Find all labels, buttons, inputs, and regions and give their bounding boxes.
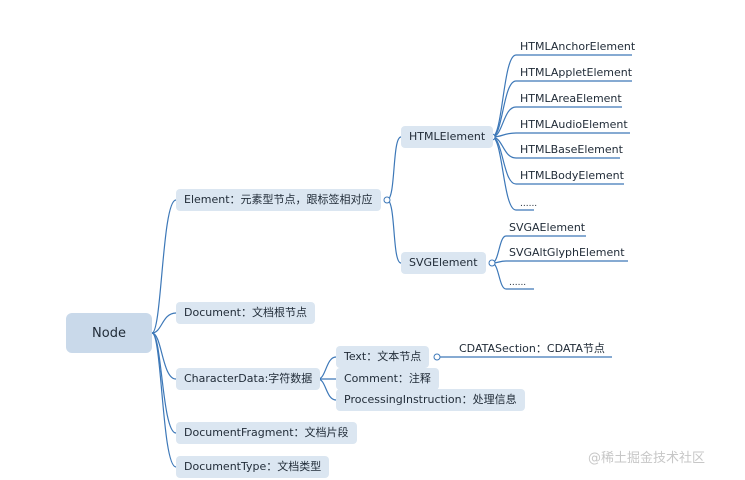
connector-html-l6 — [491, 136, 534, 211]
junction-text — [433, 353, 441, 361]
leaf-html-audio[interactable]: HTMLAudioElement — [520, 118, 628, 131]
connector-root-element — [151, 199, 177, 334]
junction-element — [383, 196, 391, 204]
leaf-cdatasection[interactable]: CDATASection：CDATA节点 — [459, 342, 605, 355]
leaf-svg-altglyph[interactable]: SVGAltGlyphElement — [509, 246, 625, 259]
leaf-html-anchor[interactable]: HTMLAnchorElement — [520, 40, 636, 53]
node-svgelement[interactable]: SVGElement — [401, 252, 486, 274]
watermark: @稀土掘金技术社区 — [588, 451, 706, 466]
node-text-label: Text：文本节点 — [344, 350, 422, 363]
node-characterdata[interactable]: CharacterData:字符数据 — [176, 368, 321, 390]
connector-root-document — [151, 312, 177, 334]
node-characterdata-label: CharacterData:字符数据 — [184, 372, 313, 385]
node-document-label: Document：文档根节点 — [184, 306, 307, 319]
connector-element-html — [386, 136, 402, 201]
node-documentfragment[interactable]: DocumentFragment：文档片段 — [176, 422, 357, 444]
node-text[interactable]: Text：文本节点 — [336, 346, 430, 368]
leaf-html-base[interactable]: HTMLBaseElement — [520, 143, 623, 156]
root-node[interactable]: Node — [66, 313, 152, 353]
leaf-html-applet[interactable]: HTMLAppletElement — [520, 66, 633, 79]
node-element-label: Element：元素型节点，跟标签相对应 — [184, 193, 373, 206]
leaf-html-area[interactable]: HTMLAreaElement — [520, 92, 622, 105]
connector-html-l3 — [491, 132, 630, 138]
node-comment-label: Comment：注释 — [344, 372, 431, 385]
connector-cd-text — [317, 356, 337, 380]
leaf-html-body[interactable]: HTMLBodyElement — [520, 169, 624, 182]
node-htmlelement-label: HTMLElement — [409, 130, 486, 143]
node-htmlelement[interactable]: HTMLElement — [401, 126, 494, 148]
root-node-label: Node — [92, 325, 126, 341]
node-processinginstruction[interactable]: ProcessingInstruction：处理信息 — [336, 389, 525, 411]
connector-html-l1 — [491, 80, 632, 138]
leaf-html-more[interactable]: ...... — [520, 199, 538, 209]
junction-svg — [488, 259, 496, 267]
node-processinginstruction-label: ProcessingInstruction：处理信息 — [344, 393, 517, 406]
node-element[interactable]: Element：元素型节点，跟标签相对应 — [176, 189, 381, 211]
node-documentfragment-label: DocumentFragment：文档片段 — [184, 426, 349, 439]
connector-root-documenttype — [151, 332, 177, 468]
node-document[interactable]: Document：文档根节点 — [176, 302, 315, 324]
connector-svg-l1 — [491, 260, 628, 264]
node-documenttype[interactable]: DocumentType：文档类型 — [176, 456, 330, 478]
connector-cd-processing — [317, 378, 337, 401]
connector-element-svg — [386, 199, 402, 264]
node-svgelement-label: SVGElement — [409, 256, 478, 269]
node-documenttype-label: DocumentType：文档类型 — [184, 460, 322, 473]
leaf-svg-more[interactable]: ...... — [509, 278, 527, 288]
connector-html-l0 — [491, 54, 632, 138]
node-comment[interactable]: Comment：注释 — [336, 368, 439, 390]
leaf-svg-a[interactable]: SVGAElement — [509, 221, 586, 234]
